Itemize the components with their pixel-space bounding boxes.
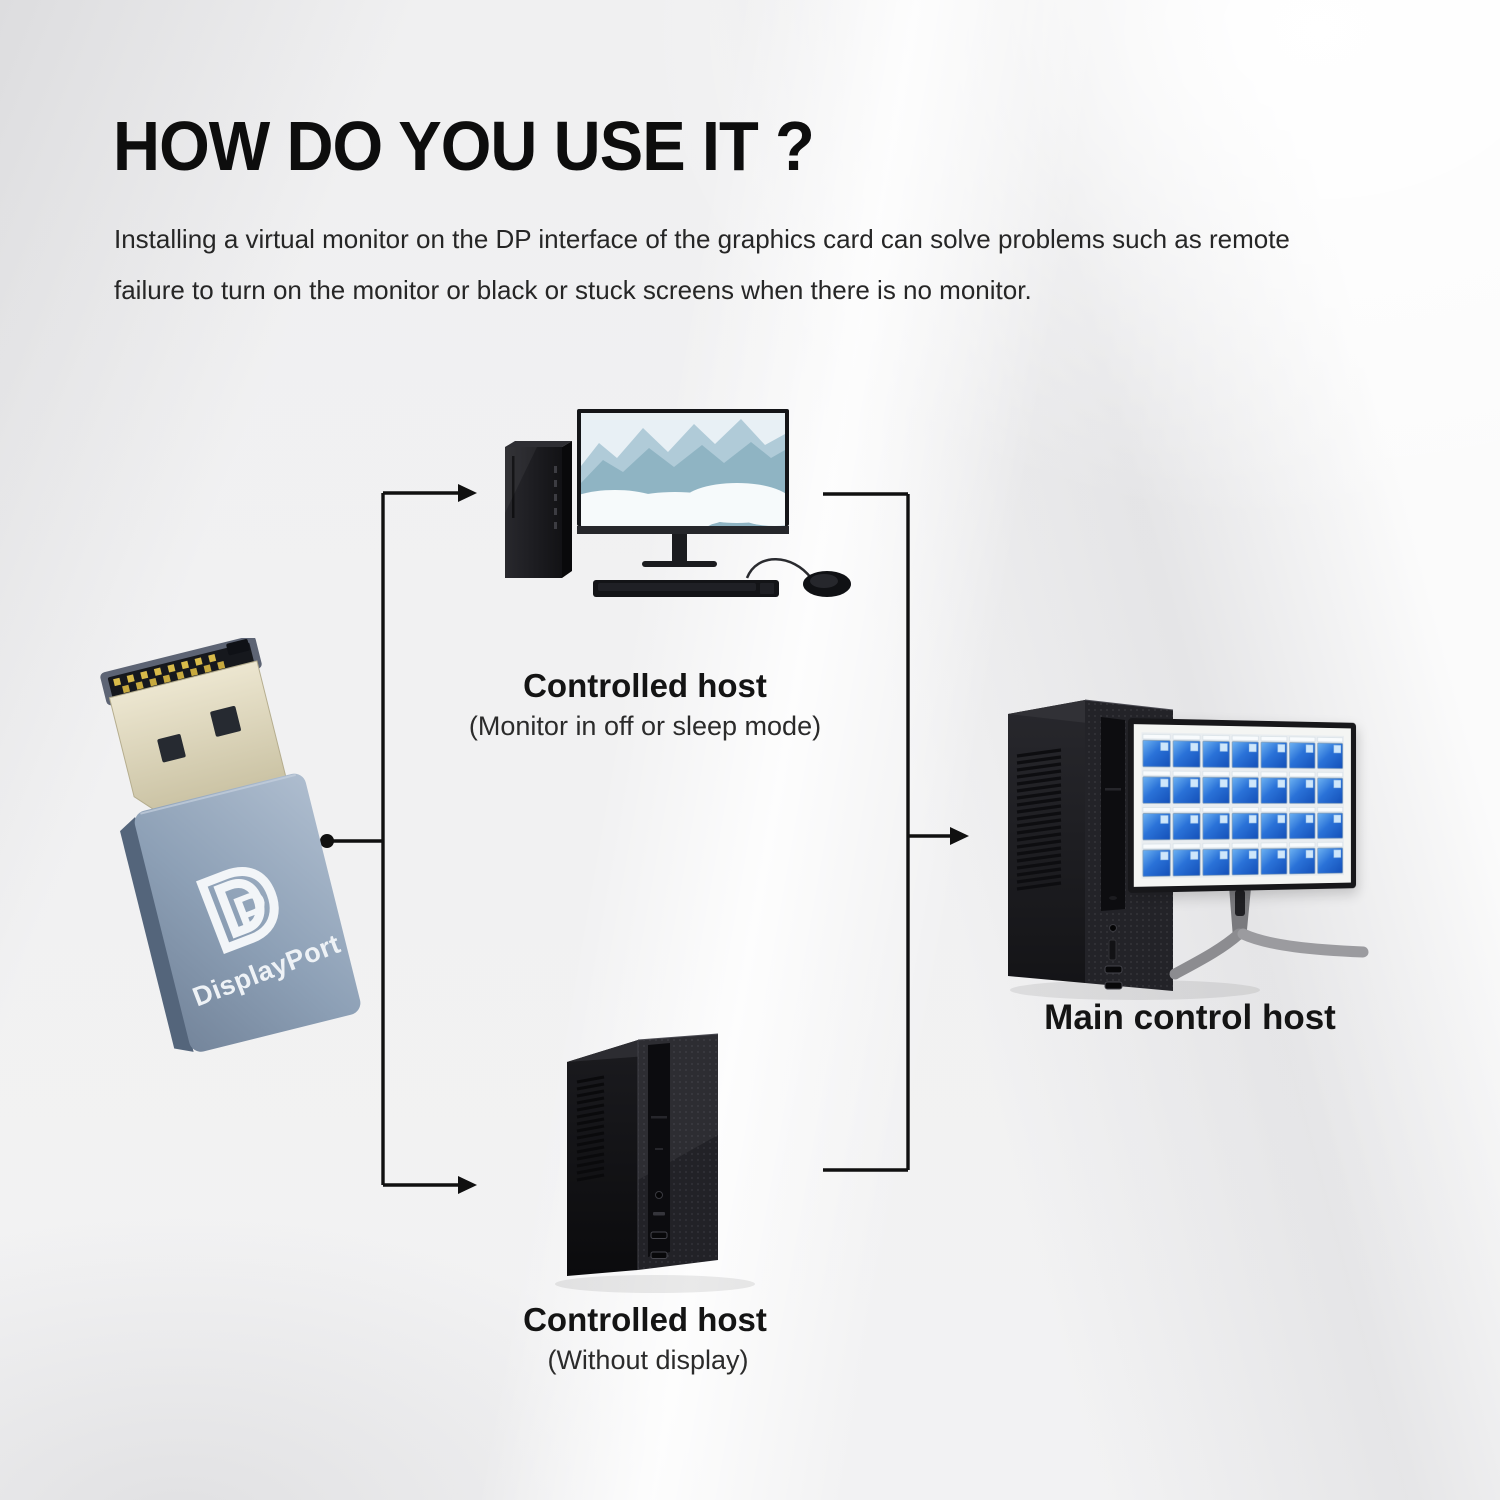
audio-jack <box>655 1191 663 1199</box>
slim-tower <box>555 1033 755 1293</box>
displayport-adapter-graphic: D P DisplayPort <box>100 638 361 1052</box>
arrowhead-main-icon <box>950 827 969 845</box>
adapter-body: D P DisplayPort <box>120 773 361 1052</box>
sd-slot <box>653 1212 665 1216</box>
usb-port <box>1104 981 1123 990</box>
usb-port <box>650 1231 668 1239</box>
remote-session-grid <box>1141 732 1344 879</box>
vent-grille <box>576 1075 605 1182</box>
monitor-screen-mountain-scene <box>581 413 785 526</box>
page-title: HOW DO YOU USE IT ? <box>113 107 815 185</box>
controlled-host-bottom-sublabel: (Without display) <box>547 1345 749 1375</box>
audio-jack <box>1109 924 1117 932</box>
page-description: Installing a virtual monitor on the DP i… <box>114 214 1290 316</box>
description-line-2: failure to turn on the monitor or black … <box>114 275 1032 305</box>
monitor-stand <box>1169 886 1369 980</box>
pc-tower <box>505 441 572 578</box>
controlled-host-top-sublabel: (Monitor in off or sleep mode) <box>468 711 822 741</box>
arrowhead-bottom-icon <box>458 1176 477 1194</box>
connector-pins <box>113 654 226 694</box>
dp-adapter: D P DisplayPort <box>100 638 361 1052</box>
tower-ports <box>554 466 557 529</box>
monitor <box>577 409 789 567</box>
sd-slot <box>1108 939 1117 961</box>
multi-window-monitor <box>1128 718 1357 893</box>
main-control-host-label: Main control host <box>1044 998 1336 1037</box>
vent-grille <box>1016 748 1062 891</box>
mouse-cable <box>745 558 812 579</box>
description-line-1: Installing a virtual monitor on the DP i… <box>114 224 1290 254</box>
monitor-stand-base <box>642 561 717 567</box>
multi-window-screen <box>1133 724 1351 887</box>
controlled-host-bottom-label: Controlled host <box>523 1301 767 1338</box>
usb-port <box>1104 965 1123 974</box>
controlled-host-top-graphic <box>505 409 851 597</box>
monitor-stand-neck <box>672 534 687 561</box>
keyboard <box>593 580 779 597</box>
controlled-host-top-label: Controlled host <box>523 667 767 704</box>
optical-drive <box>1101 717 1125 911</box>
controlled-host-bottom-graphic <box>555 1033 755 1293</box>
mouse <box>803 571 851 597</box>
dp-connector <box>100 638 289 817</box>
usb-port <box>650 1251 668 1259</box>
